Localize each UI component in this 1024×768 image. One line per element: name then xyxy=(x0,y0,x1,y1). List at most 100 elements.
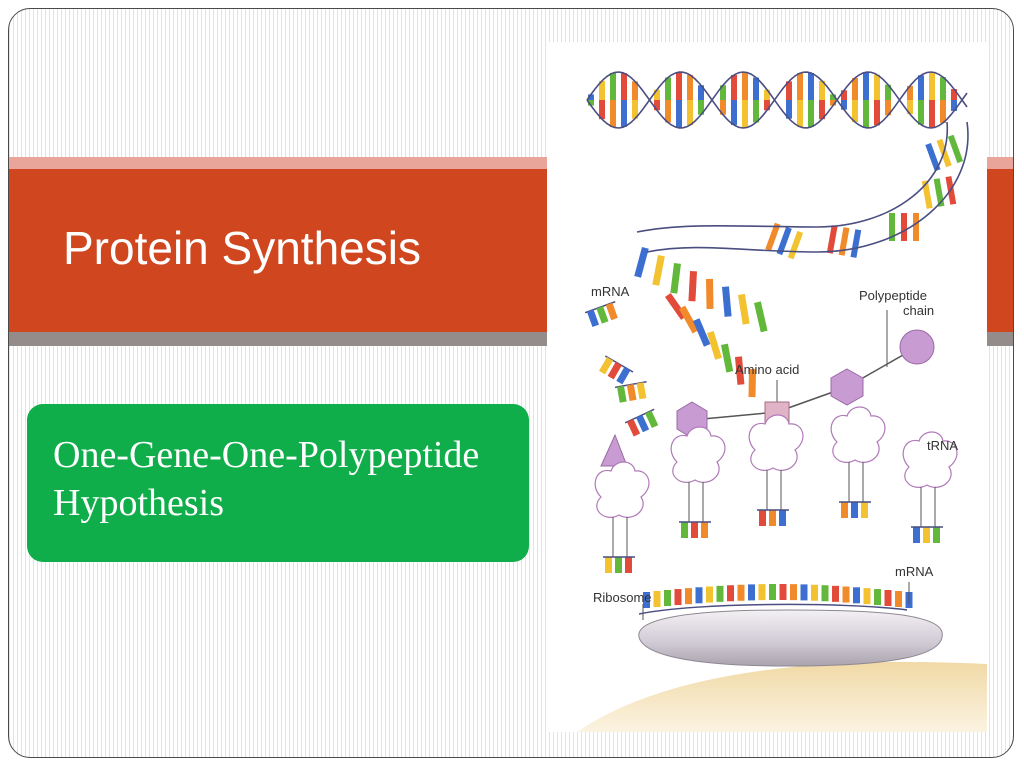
mrna-fragments xyxy=(584,301,659,437)
mrna-base xyxy=(695,587,703,604)
dna-base xyxy=(808,72,814,100)
amino-acid-hexagon xyxy=(830,368,864,406)
dna-base xyxy=(918,75,924,100)
mrna-base xyxy=(653,590,661,607)
label-polypeptide-line2: chain xyxy=(903,303,934,318)
mrna-base xyxy=(748,584,755,601)
dna-base xyxy=(907,100,913,115)
dna-base xyxy=(940,77,946,100)
dna-base xyxy=(731,74,737,100)
hypothesis-text: One-Gene-One-Polypeptide Hypothesis xyxy=(53,434,480,524)
dna-base xyxy=(901,213,907,241)
dna-base xyxy=(808,100,814,128)
dna-base xyxy=(830,94,836,100)
dna-base xyxy=(863,72,869,100)
mrna-fragment xyxy=(624,408,659,437)
dna-base xyxy=(885,84,891,100)
mrna-base xyxy=(716,585,724,602)
hypothesis-callout: One-Gene-One-Polypeptide Hypothesis xyxy=(27,404,529,562)
mrna-base xyxy=(737,584,745,601)
dna-base xyxy=(826,225,838,254)
trna-molecule xyxy=(902,431,958,543)
dna-base xyxy=(838,227,850,256)
trna-molecule xyxy=(670,426,726,538)
dna-base xyxy=(720,100,726,115)
amino-acid-triangle xyxy=(600,433,628,467)
dna-base xyxy=(951,89,957,100)
dna-base xyxy=(874,100,880,126)
mrna-base xyxy=(643,592,650,608)
dna-base xyxy=(765,222,781,252)
dna-base xyxy=(921,180,933,209)
ribosome-assembly xyxy=(577,582,987,732)
dna-strand xyxy=(586,71,968,129)
dna-base xyxy=(588,100,594,106)
slide: Protein Synthesis One-Gene-One-Polypepti… xyxy=(8,8,1014,758)
mrna-base xyxy=(685,588,692,605)
dna-base xyxy=(720,85,726,100)
dna-backbone xyxy=(586,71,969,253)
dna-base xyxy=(748,368,756,398)
dna-base xyxy=(764,89,770,100)
dna-base xyxy=(940,100,946,123)
dna-base xyxy=(925,142,941,172)
trna-molecule xyxy=(830,406,886,518)
dna-base xyxy=(588,94,594,100)
dna-base xyxy=(742,100,748,128)
dna-base xyxy=(852,100,858,123)
dna-base xyxy=(797,73,803,100)
dna-base xyxy=(698,100,704,115)
dna-base xyxy=(738,293,750,325)
dna-base xyxy=(933,178,945,207)
dna-base xyxy=(632,81,638,100)
dna-base xyxy=(688,271,697,302)
dna-base xyxy=(764,100,770,111)
dna-base xyxy=(885,100,891,116)
dna-base xyxy=(721,343,734,373)
dna-base xyxy=(947,134,964,164)
dna-base xyxy=(850,229,862,258)
label-trna: tRNA xyxy=(927,438,958,453)
dna-base xyxy=(907,85,913,100)
dna-base xyxy=(863,100,869,128)
dna-base xyxy=(852,77,858,100)
mrna-fragment xyxy=(614,381,647,403)
mrna-base xyxy=(874,589,881,606)
dna-base xyxy=(742,72,748,100)
mrna-strand xyxy=(638,603,908,615)
dna-base xyxy=(830,100,836,106)
dna-base xyxy=(787,230,804,260)
dna-base xyxy=(670,262,681,294)
trna-molecule xyxy=(594,461,650,573)
label-mrna-top: mRNA xyxy=(591,284,630,299)
dna-base xyxy=(874,74,880,100)
mrna-base xyxy=(895,590,902,607)
dna-base xyxy=(687,74,693,100)
dna-base xyxy=(599,100,605,120)
mrna-base xyxy=(790,584,797,601)
dna-base xyxy=(654,100,660,111)
ribosome xyxy=(638,609,943,667)
dna-base xyxy=(889,213,895,241)
dna-base xyxy=(632,100,638,119)
label-polypeptide-line1: Polypeptide xyxy=(859,288,927,303)
mrna-base xyxy=(832,585,839,602)
dna-base xyxy=(918,100,924,125)
dna-base xyxy=(652,255,665,286)
mrna-base xyxy=(842,586,850,603)
mrna-base xyxy=(863,588,871,605)
dna-base xyxy=(753,100,759,123)
cell-surface xyxy=(577,661,987,732)
dna-base xyxy=(731,100,737,126)
dna-base xyxy=(610,100,616,128)
mrna-base xyxy=(706,586,713,603)
dna-base xyxy=(665,77,671,100)
dna-strand xyxy=(646,121,969,253)
dna-base xyxy=(621,73,627,100)
protein-synthesis-diagram: mRNA Polypeptide chain Amino acid tRNA R… xyxy=(547,42,987,732)
mrna-base xyxy=(800,584,808,601)
mrna-base xyxy=(884,590,892,607)
slide-title: Protein Synthesis xyxy=(63,222,421,274)
dna-base xyxy=(621,100,627,127)
dna-base xyxy=(753,77,759,100)
